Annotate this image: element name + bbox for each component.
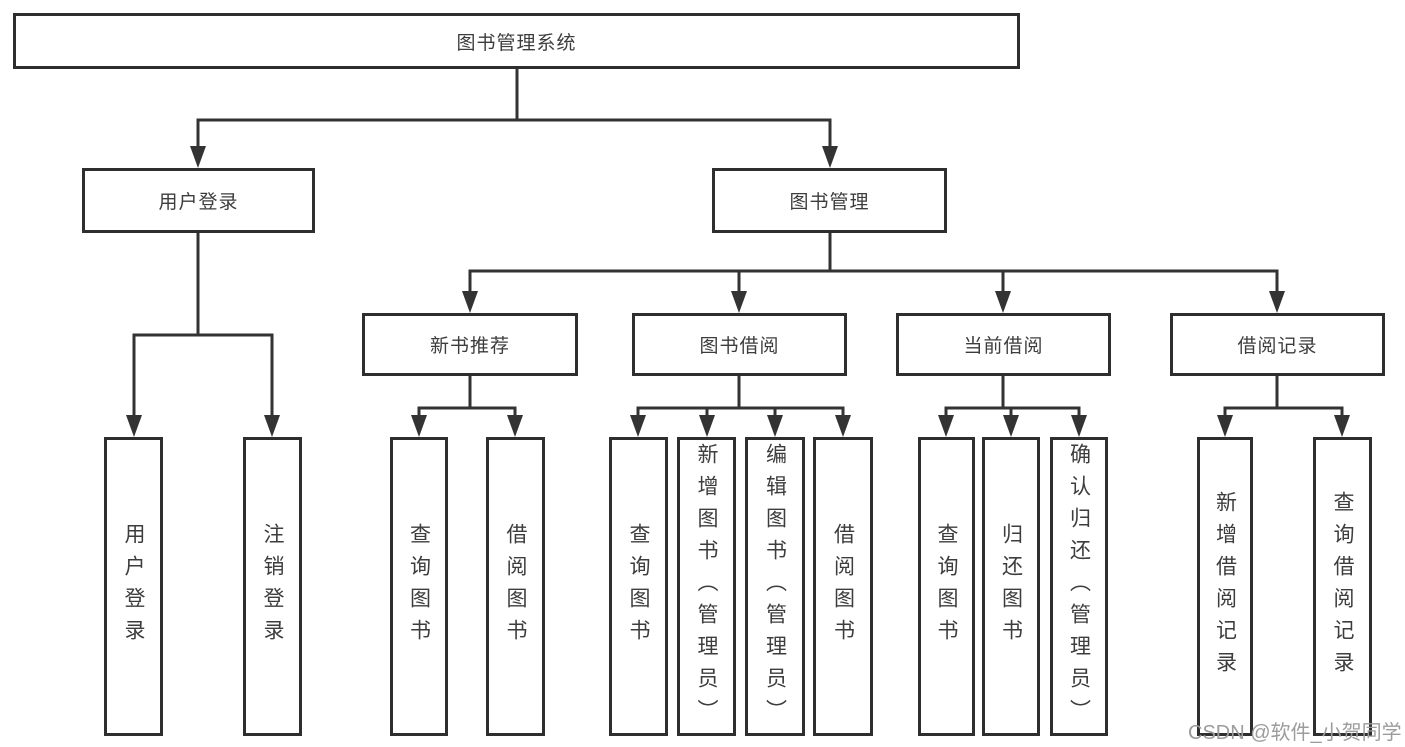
node-user-login-branch: 用户登录	[82, 168, 315, 233]
node-label: 图书管理	[789, 192, 870, 213]
leaf-add-borrow-record: 新增借阅记录	[1197, 437, 1253, 736]
leaf-logout: 注销登录	[243, 437, 302, 736]
node-borrowing-records: 借阅记录	[1170, 313, 1385, 376]
node-new-book-recommendation: 新书推荐	[362, 313, 578, 376]
leaf-add-books-admin: 新增图书（管理员）	[677, 437, 736, 736]
node-label: 借阅记录	[1237, 336, 1318, 357]
node-library-management-system: 图书管理系统	[13, 13, 1020, 69]
leaf-return-books: 归还图书	[982, 437, 1040, 736]
node-label: 当前借阅	[963, 336, 1044, 357]
node-label: 图书管理系统	[456, 32, 577, 54]
leaf-borrow-books: 借阅图书	[486, 437, 545, 736]
node-book-management-branch: 图书管理	[712, 168, 947, 233]
leaf-edit-books-admin: 编辑图书（管理员）	[745, 437, 805, 736]
leaf-query-borrow-record: 查询借阅记录	[1313, 437, 1372, 736]
leaf-user-login: 用户登录	[104, 437, 163, 736]
leaf-query-books: 查询图书	[609, 437, 668, 736]
leaf-query-books: 查询图书	[918, 437, 975, 736]
leaf-confirm-return-admin: 确认归还（管理员）	[1050, 437, 1108, 736]
node-label: 图书借阅	[699, 336, 780, 357]
leaf-borrow-books: 借阅图书	[813, 437, 873, 736]
node-label: 用户登录	[158, 192, 239, 213]
node-book-borrowing: 图书借阅	[632, 313, 847, 376]
node-current-borrowing: 当前借阅	[896, 313, 1111, 376]
node-label: 新书推荐	[429, 336, 510, 357]
leaf-query-books: 查询图书	[390, 437, 448, 736]
